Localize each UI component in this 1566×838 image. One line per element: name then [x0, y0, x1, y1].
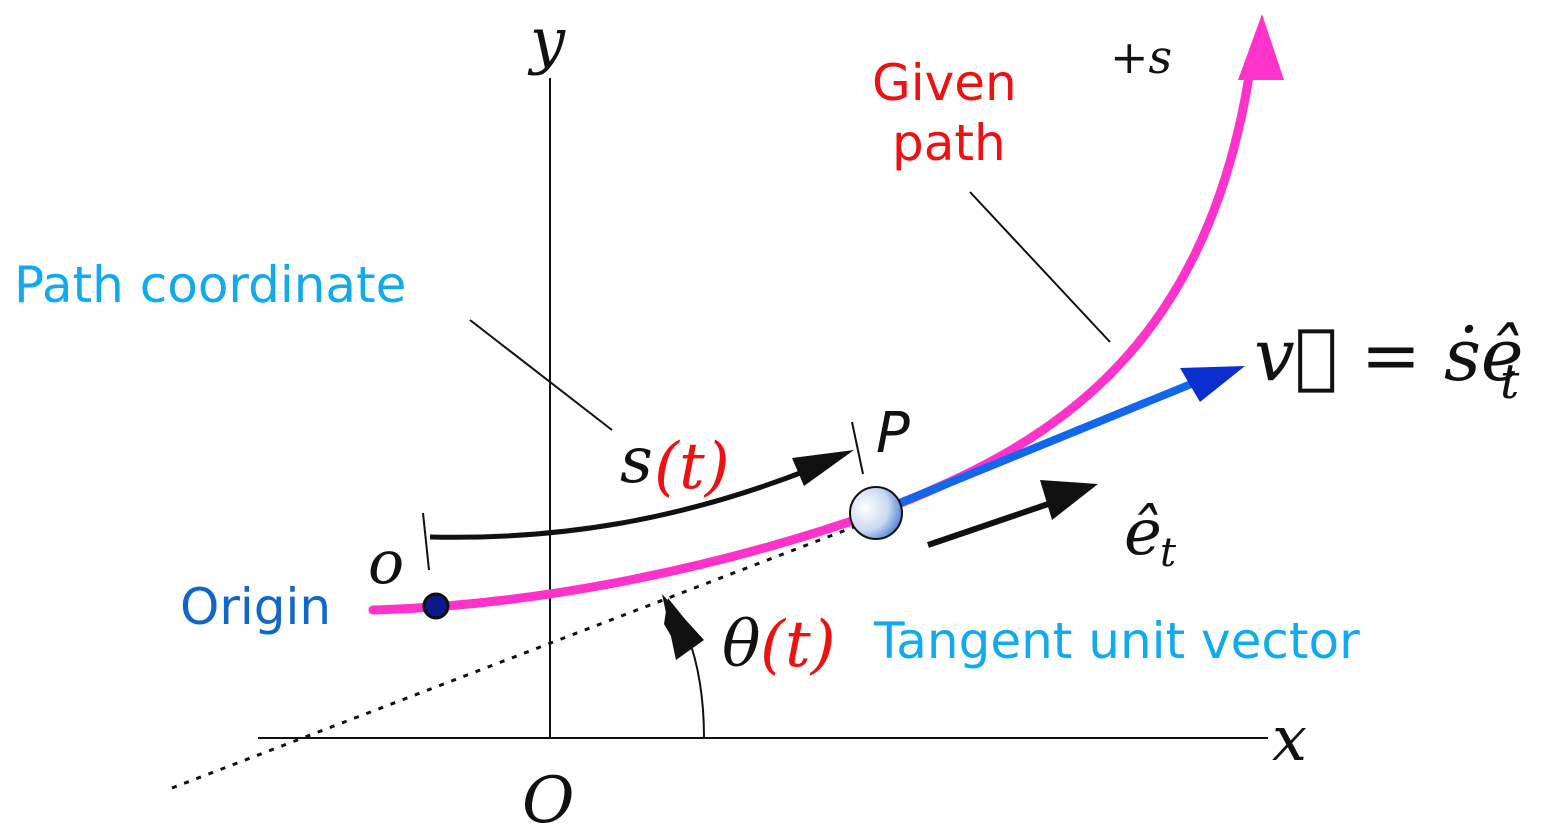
theta-symbol: θ	[722, 608, 761, 682]
given-path-label-line1: Given	[872, 54, 1017, 112]
plus-s-label: +s	[1110, 30, 1172, 84]
path-coordinate-leader	[469, 319, 613, 431]
s-of-t: (t)	[654, 430, 730, 504]
theta-arrowhead-2	[662, 594, 704, 660]
path-coordinate-label: Path coordinate	[14, 256, 406, 314]
unit-tangent-arrowhead	[1040, 480, 1098, 520]
unit-vector-subscript: t	[1160, 530, 1177, 576]
origin-O-label: O	[522, 764, 574, 838]
y-axis-label: y	[527, 4, 566, 77]
unit-tangent-arrow	[927, 497, 1061, 548]
given-path-curve	[368, 65, 1255, 615]
velocity-vector	[876, 378, 1198, 516]
unit-vector-label: ê	[1124, 496, 1162, 570]
point-P-label: P	[876, 401, 910, 466]
velocity-equation-subscript: t	[1500, 354, 1520, 410]
theta-of-t: (t)	[760, 608, 836, 682]
origin-o-label: o	[368, 528, 404, 598]
s-arc-arrow	[429, 467, 809, 540]
tangent-dotted-line	[171, 518, 873, 790]
tangent-unit-vector-label: Tangent unit vector	[873, 612, 1360, 670]
x-axis-label: x	[1272, 702, 1307, 775]
s-arrowhead	[792, 450, 854, 486]
given-path-leader	[969, 191, 1111, 343]
origin-text: Origin	[180, 578, 331, 636]
s-letter: s	[620, 424, 653, 498]
given-path-label-line2: path	[892, 114, 1006, 172]
velocity-equation: v⃗ = ṡê	[1254, 313, 1524, 397]
velocity-arrowhead	[1180, 366, 1245, 402]
origin-point	[422, 592, 450, 620]
particle-P	[849, 486, 903, 540]
s-end-tick	[851, 421, 864, 475]
path-arrowhead	[1238, 14, 1284, 80]
s-start-tick	[422, 512, 430, 571]
